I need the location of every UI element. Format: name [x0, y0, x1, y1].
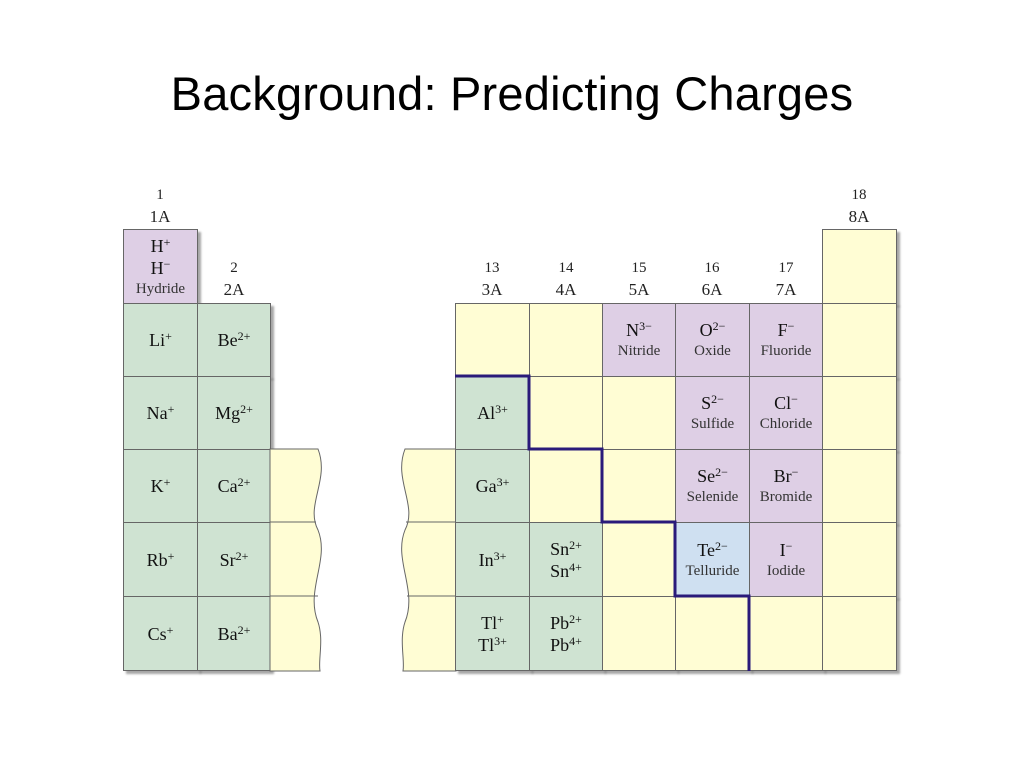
cell-phosphorus-empty — [602, 376, 676, 450]
cell-polonium-empty — [675, 596, 750, 671]
ion-name: Chloride — [759, 416, 813, 432]
metal-nonmetal-staircase-line — [455, 374, 751, 671]
group-1-header: 1 1A — [123, 184, 197, 228]
cell-krypton-empty — [822, 449, 897, 523]
cell-neon-empty — [822, 303, 897, 377]
group-14-header: 14 4A — [529, 257, 603, 301]
cell-radon-empty — [822, 596, 897, 671]
cell-helium-empty — [822, 229, 897, 304]
cell-rubidium: Rb+ — [123, 522, 198, 597]
right-break-edge — [401, 448, 457, 672]
group-letter: 8A — [848, 207, 870, 226]
group-number: 2 — [230, 260, 238, 276]
cell-argon-empty — [822, 376, 897, 450]
ion-name: Fluoride — [760, 343, 812, 359]
group-number: 18 — [851, 187, 867, 203]
cell-gallium: Ga3+ — [455, 449, 530, 523]
ion-name: Selenide — [686, 489, 739, 505]
cell-tin: Sn2+ Sn4+ — [529, 522, 603, 597]
cell-chlorine: Cl− Chloride — [749, 376, 823, 450]
ion-name: Oxide — [694, 343, 731, 359]
left-break-edge — [269, 448, 322, 672]
cell-selenium: Se2− Selenide — [675, 449, 750, 523]
ion-symbol: H− — [150, 256, 171, 278]
ion-name: Iodide — [766, 562, 806, 579]
group-18-header: 18 8A — [822, 184, 896, 228]
cell-sulfur: S2− Sulfide — [675, 376, 750, 450]
group-16-header: 16 6A — [675, 257, 749, 301]
cell-lead: Pb2+ Pb4+ — [529, 596, 603, 671]
group-letter: 6A — [701, 280, 723, 299]
group-15-header: 15 5A — [602, 257, 676, 301]
cell-boron-empty — [455, 303, 530, 377]
ion-name: Hydride — [135, 280, 186, 297]
cell-hydrogen: H+ H− Hydride — [123, 229, 198, 304]
cell-xenon-empty — [822, 522, 897, 597]
cell-nitrogen: N3− Nitride — [602, 303, 676, 377]
group-letter: 1A — [149, 207, 171, 226]
group-number: 16 — [704, 260, 720, 276]
group-13-header: 13 3A — [455, 257, 529, 301]
cell-cesium: Cs+ — [123, 596, 198, 671]
cell-indium: In3+ — [455, 522, 530, 597]
group-number: 1 — [156, 187, 164, 203]
group-2-header: 2 2A — [197, 257, 271, 301]
cell-iodine: I− Iodide — [749, 522, 823, 597]
group-letter: 3A — [481, 280, 503, 299]
group-letter: 2A — [223, 280, 245, 299]
cell-carbon-empty — [529, 303, 603, 377]
group-number: 13 — [484, 260, 500, 276]
group-number: 14 — [558, 260, 574, 276]
group-number: 15 — [631, 260, 647, 276]
group-letter: 7A — [775, 280, 797, 299]
cell-oxygen: O2− Oxide — [675, 303, 750, 377]
group-letter: 5A — [628, 280, 650, 299]
ion-name: Telluride — [685, 562, 740, 579]
group-17-header: 17 7A — [749, 257, 823, 301]
cell-fluorine: F− Fluoride — [749, 303, 823, 377]
cell-magnesium: Mg2+ — [197, 376, 271, 450]
slide-title: Background: Predicting Charges — [170, 67, 854, 120]
ion-name: Nitride — [617, 343, 661, 359]
ion-symbol: H+ — [150, 234, 171, 256]
cell-antimony-empty — [602, 522, 676, 597]
cell-aluminum: Al3+ — [455, 376, 530, 450]
ion-name: Bromide — [759, 489, 813, 505]
group-number: 17 — [778, 260, 794, 276]
ion-name: Sulfide — [690, 416, 735, 432]
group-letter: 4A — [555, 280, 577, 299]
